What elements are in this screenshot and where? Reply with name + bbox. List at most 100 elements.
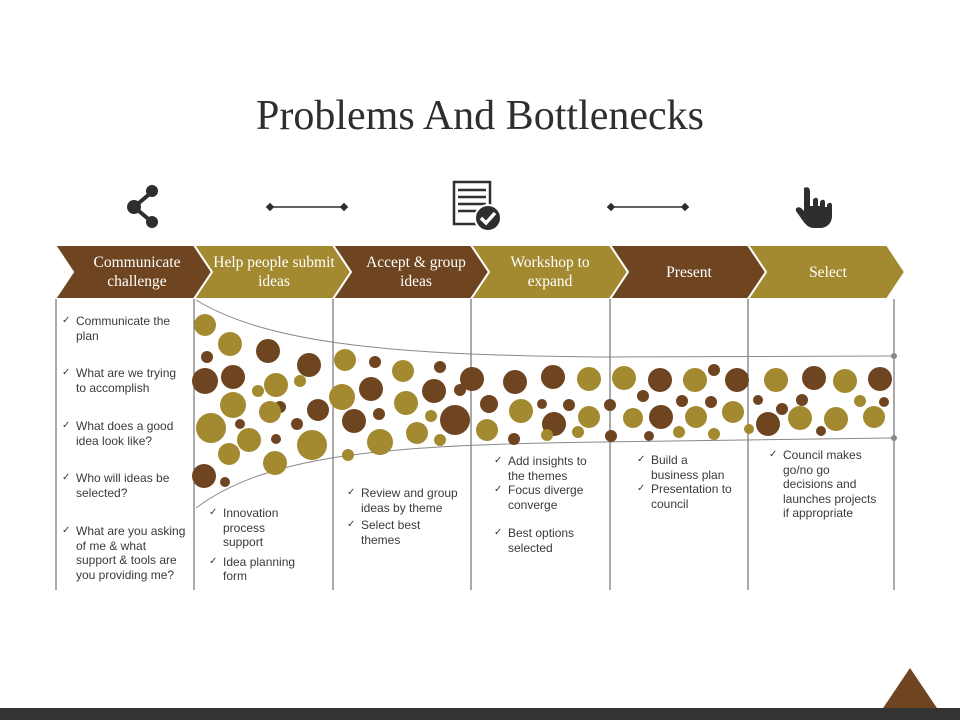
idea-dot bbox=[220, 392, 246, 418]
idea-dot bbox=[434, 361, 446, 373]
idea-dot bbox=[605, 430, 617, 442]
idea-dot bbox=[307, 399, 329, 421]
idea-dot bbox=[256, 339, 280, 363]
idea-dot bbox=[503, 370, 527, 394]
idea-dot bbox=[460, 367, 484, 391]
idea-dot bbox=[218, 443, 240, 465]
list-item: Select best themes bbox=[347, 518, 459, 547]
idea-dot bbox=[833, 369, 857, 393]
funnel-endpoint bbox=[891, 435, 897, 441]
idea-dot bbox=[480, 395, 498, 413]
idea-dot bbox=[725, 368, 749, 392]
idea-dot bbox=[434, 434, 446, 446]
submit-checklist: Innovation process support Idea planning… bbox=[209, 506, 299, 584]
idea-dot bbox=[578, 406, 600, 428]
idea-dot bbox=[644, 431, 654, 441]
idea-dot bbox=[342, 409, 366, 433]
connector-line-icon bbox=[265, 202, 349, 212]
idea-dot bbox=[196, 413, 226, 443]
step-label-select: Select bbox=[809, 263, 847, 281]
idea-dot bbox=[648, 368, 672, 392]
idea-dot bbox=[235, 419, 245, 429]
chevron-step bbox=[746, 244, 907, 300]
page-title: Problems And Bottlenecks bbox=[256, 93, 704, 139]
idea-dot bbox=[192, 368, 218, 394]
idea-dot bbox=[476, 419, 498, 441]
column-dividers bbox=[55, 299, 895, 590]
funnel-bottom-curve bbox=[195, 437, 895, 509]
idea-dot bbox=[685, 406, 707, 428]
list-item: Council makes go/no go decisions and lau… bbox=[769, 448, 879, 521]
idea-dot bbox=[753, 395, 763, 405]
idea-dot bbox=[425, 410, 437, 422]
idea-dot bbox=[776, 403, 788, 415]
idea-dot bbox=[264, 373, 288, 397]
list-item: Innovation process support bbox=[209, 506, 299, 550]
list-item: What does a good idea look like? bbox=[62, 419, 186, 448]
idea-dot bbox=[369, 356, 381, 368]
idea-dot bbox=[744, 424, 754, 434]
workshop-checklist: Add insights to the themes Focus diverge… bbox=[494, 454, 606, 555]
list-item: Communicate the plan bbox=[62, 314, 186, 343]
idea-dot bbox=[263, 451, 287, 475]
step-label-workshop: Workshop to expand bbox=[510, 254, 590, 290]
funnel-outline bbox=[195, 299, 897, 509]
idea-dot bbox=[563, 399, 575, 411]
idea-dot bbox=[541, 429, 553, 441]
idea-dot bbox=[676, 395, 688, 407]
list-item: Idea planning form bbox=[209, 555, 299, 584]
idea-dot bbox=[220, 477, 230, 487]
step-label-communicate: Communicate challenge bbox=[93, 254, 181, 290]
list-item: Presentation to council bbox=[637, 482, 737, 511]
idea-dot bbox=[221, 365, 245, 389]
idea-dot bbox=[868, 367, 892, 391]
funnel-endpoint bbox=[891, 353, 897, 359]
idea-dot bbox=[673, 426, 685, 438]
list-item: Build a business plan bbox=[637, 453, 737, 482]
idea-dot bbox=[854, 395, 866, 407]
idea-dot bbox=[201, 351, 213, 363]
step-label-present: Present bbox=[666, 263, 712, 281]
idea-dot bbox=[192, 464, 216, 488]
idea-dot bbox=[796, 394, 808, 406]
idea-dot bbox=[508, 433, 520, 445]
step-label-accept: Accept & group ideas bbox=[366, 254, 466, 290]
communicate-checklist: Communicate the plan What are we trying … bbox=[62, 314, 186, 582]
idea-dot bbox=[705, 396, 717, 408]
idea-dot bbox=[722, 401, 744, 423]
idea-dot bbox=[252, 385, 264, 397]
idea-dot bbox=[879, 397, 889, 407]
idea-dot bbox=[373, 408, 385, 420]
idea-dot bbox=[863, 406, 885, 428]
idea-dot bbox=[604, 399, 616, 411]
idea-dot bbox=[708, 364, 720, 376]
idea-dot bbox=[392, 360, 414, 382]
idea-dot bbox=[537, 399, 547, 409]
idea-dot bbox=[359, 377, 383, 401]
idea-dot bbox=[294, 375, 306, 387]
select-checklist: Council makes go/no go decisions and lau… bbox=[769, 448, 879, 521]
idea-dot bbox=[297, 430, 327, 460]
accept-checklist: Review and group ideas by theme Select b… bbox=[347, 486, 459, 547]
idea-dot bbox=[637, 390, 649, 402]
idea-dot bbox=[572, 426, 584, 438]
list-item: What are you asking of me & what support… bbox=[62, 524, 186, 582]
idea-dot bbox=[764, 368, 788, 392]
share-icon bbox=[127, 185, 158, 228]
idea-dot bbox=[394, 391, 418, 415]
idea-dot bbox=[454, 384, 466, 396]
corner-triangle bbox=[875, 668, 945, 720]
idea-dot bbox=[422, 379, 446, 403]
idea-dot bbox=[683, 368, 707, 392]
list-item: What are we trying to accomplish bbox=[62, 366, 186, 395]
funnel-top-curve bbox=[195, 299, 895, 358]
idea-dot bbox=[708, 428, 720, 440]
idea-dot bbox=[577, 367, 601, 391]
idea-dot bbox=[334, 349, 356, 371]
idea-dot bbox=[297, 353, 321, 377]
idea-dot bbox=[291, 418, 303, 430]
idea-dot bbox=[756, 412, 780, 436]
connector-line-icon bbox=[606, 202, 690, 212]
footer-bar bbox=[0, 708, 960, 720]
